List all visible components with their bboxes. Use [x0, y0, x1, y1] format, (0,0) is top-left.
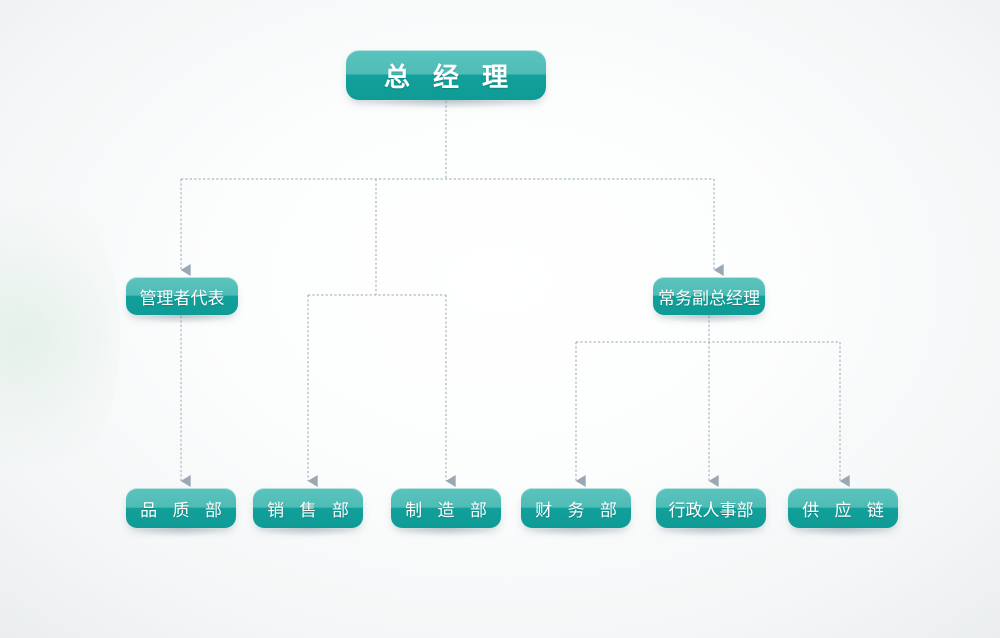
node-management-representative[interactable]: 管理者代表	[126, 277, 238, 324]
node-sales-department[interactable]: 销 售 部	[253, 488, 363, 537]
node-label-quality-department: 品 质 部	[140, 500, 227, 521]
node-label-hr-admin-department: 行政人事部	[668, 500, 754, 521]
node-label-general-manager: 总 经 理	[383, 62, 516, 93]
node-deputy-general-manager[interactable]: 常务副总经理	[653, 277, 765, 324]
node-label-manufacturing-department: 制 造 部	[405, 500, 492, 521]
node-hr-admin-department[interactable]: 行政人事部	[656, 488, 766, 537]
node-label-finance-department: 财 务 部	[535, 500, 622, 521]
node-manufacturing-department[interactable]: 制 造 部	[391, 488, 501, 537]
background-bloom	[0, 170, 120, 500]
node-supply-chain[interactable]: 供 应 链	[788, 488, 898, 537]
node-quality-department[interactable]: 品 质 部	[126, 488, 236, 537]
node-finance-department[interactable]: 财 务 部	[521, 488, 631, 537]
node-label-supply-chain: 供 应 链	[802, 500, 889, 521]
node-general-manager[interactable]: 总 经 理	[346, 50, 546, 109]
node-label-management-representative: 管理者代表	[139, 288, 225, 309]
node-label-sales-department: 销 售 部	[267, 500, 354, 521]
node-label-deputy-general-manager: 常务副总经理	[658, 288, 760, 309]
